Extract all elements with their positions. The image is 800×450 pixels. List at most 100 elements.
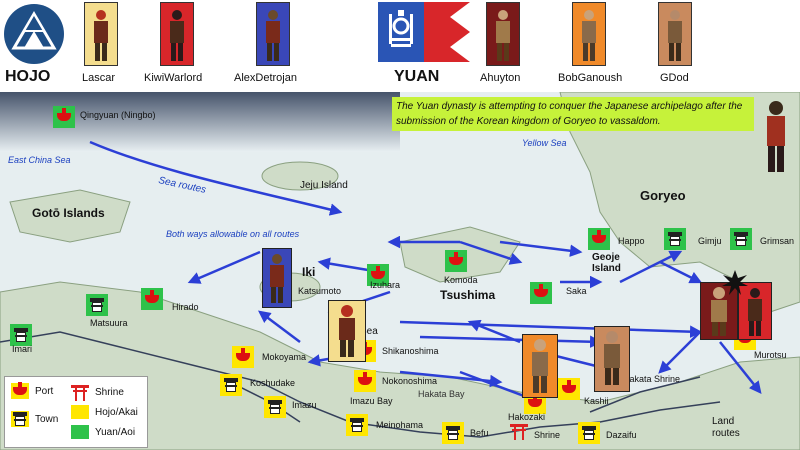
port-icon xyxy=(145,290,159,303)
port-komoda[interactable] xyxy=(445,250,467,272)
genkai-sea-fragment-label: Sea xyxy=(360,326,378,337)
yellow-sea-label: Yellow Sea xyxy=(522,138,567,148)
port-qingyuan[interactable] xyxy=(53,106,75,128)
town-grimsan[interactable] xyxy=(730,228,752,250)
location-hakozaki-label: Hakozaki xyxy=(508,412,546,422)
player-name: Ahuyton xyxy=(480,72,521,84)
port-icon xyxy=(562,380,576,393)
samurai-figure-icon xyxy=(767,101,785,172)
location-saka-label: Saka xyxy=(566,286,587,296)
yuan-color-swatch xyxy=(71,425,89,439)
map-legend: Port Town Shrine Hojo/Akai Yuan/Aoi xyxy=(4,376,148,448)
port-icon xyxy=(592,230,606,243)
town-icon xyxy=(90,298,104,312)
town-meinohama[interactable] xyxy=(346,414,368,436)
game-map[interactable]: East China Sea Yellow Sea Sea routes Bot… xyxy=(0,92,800,450)
location-hirado-label: Hirado xyxy=(172,302,199,312)
location-munakata-label: Munakata Shrine xyxy=(612,374,681,384)
legend-shrine: Shrine xyxy=(71,383,124,401)
mongol-portrait-icon xyxy=(658,2,692,66)
map-terrain xyxy=(0,92,800,450)
port-icon xyxy=(371,266,385,279)
mongol-portrait-icon xyxy=(572,2,606,66)
legend-town-label: Town xyxy=(35,413,59,425)
town-befu[interactable] xyxy=(442,422,464,444)
port-happo[interactable] xyxy=(588,228,610,250)
unit-kiwiwarlord[interactable] xyxy=(738,282,772,340)
location-meinohama-label: Meinohama xyxy=(376,420,424,430)
player-name: AlexDetrojan xyxy=(234,72,297,84)
legend-port: Port xyxy=(11,382,54,399)
town-gimju[interactable] xyxy=(664,228,686,250)
legend-shrine-label: Shrine xyxy=(95,386,124,398)
both-ways-label: Both ways allowable on all routes xyxy=(166,229,300,239)
port-icon xyxy=(449,252,463,265)
legend-yuan: Yuan/Aoi xyxy=(71,425,135,439)
town-icon xyxy=(734,232,748,246)
port-mokoyama[interactable] xyxy=(232,346,254,368)
shrine-torii-icon[interactable] xyxy=(510,422,528,440)
location-murotsu-label: Murotsu xyxy=(754,350,787,360)
shrine-torii-icon xyxy=(71,383,89,401)
location-matsuura-label: Matsuura xyxy=(90,318,128,328)
port-hirado[interactable] xyxy=(141,288,163,310)
location-shikanoshima-label: Shikanoshima xyxy=(382,346,439,356)
location-imazu-label: Imazu xyxy=(292,400,317,410)
port-icon xyxy=(528,394,542,407)
player-name: GDod xyxy=(660,72,689,84)
region-jeju-label: Jeju Island xyxy=(300,180,348,191)
port-icon xyxy=(534,284,548,297)
location-qingyuan-label: Qingyuan (Ningbo) xyxy=(80,110,156,120)
town-icon xyxy=(668,232,682,246)
region-iki-label: Iki xyxy=(302,265,316,279)
mongol-unit-icon xyxy=(604,331,620,385)
port-icon xyxy=(236,348,250,361)
samurai-unit-icon xyxy=(270,254,284,303)
unit-ahuyton[interactable] xyxy=(700,282,738,340)
faction-yuan-label: YUAN xyxy=(394,68,440,85)
location-grimsan-label: Grimsan xyxy=(760,236,795,246)
legend-port-label: Port xyxy=(35,385,54,397)
samurai-portrait-icon xyxy=(256,2,290,66)
mongol-portrait-icon xyxy=(486,2,520,66)
region-goryeo-label: Goryeo xyxy=(640,188,686,203)
east-china-sea-label: East China Sea xyxy=(8,155,71,165)
port-izuhara[interactable] xyxy=(367,264,389,286)
region-geoje-label: Geoje Island xyxy=(592,252,621,274)
town-dazaifu[interactable] xyxy=(578,422,600,444)
town-icon xyxy=(268,400,282,414)
location-izuhara-label: Izuhara xyxy=(370,280,401,290)
port-nokonoshima[interactable] xyxy=(354,370,376,392)
location-dazaifu-label: Dazaifu xyxy=(606,430,637,440)
town-icon xyxy=(13,412,27,426)
port-kashii[interactable] xyxy=(558,378,580,400)
legend-hojo: Hojo/Akai xyxy=(71,405,138,419)
player-name: BobGanoush xyxy=(558,72,623,84)
location-gimju-label: Gimju xyxy=(698,236,722,246)
samurai-portrait-icon xyxy=(160,2,194,66)
unit-lascar[interactable] xyxy=(328,300,366,362)
unit-gdod[interactable] xyxy=(594,326,630,392)
town-imazu[interactable] xyxy=(264,396,286,418)
port-saka[interactable] xyxy=(530,282,552,304)
location-shrine-label: Shrine xyxy=(534,430,561,440)
samurai-figure xyxy=(758,96,794,176)
samurai-unit-icon xyxy=(748,288,762,336)
town-imari[interactable] xyxy=(10,324,32,346)
location-befu-label: Befu xyxy=(470,428,489,438)
unit-bobganoush[interactable] xyxy=(522,334,558,398)
region-goto-label: Gotō Islands xyxy=(32,206,105,220)
legend-hojo-label: Hojo/Akai xyxy=(95,406,138,418)
town-icon xyxy=(224,378,238,392)
legend-town: Town xyxy=(11,411,58,427)
yuan-flag-icon xyxy=(378,2,470,62)
location-imari-label: Imari xyxy=(12,344,32,354)
town-legend-swatch xyxy=(11,411,29,427)
unit-alexdetrojan[interactable] xyxy=(262,248,292,308)
land-routes-label: Land routes xyxy=(712,416,740,439)
town-matsuura[interactable] xyxy=(86,294,108,316)
hojo-emblem-icon xyxy=(4,4,64,64)
town-icon xyxy=(14,328,28,342)
town-koshudake[interactable] xyxy=(220,374,242,396)
port-icon xyxy=(13,382,27,395)
